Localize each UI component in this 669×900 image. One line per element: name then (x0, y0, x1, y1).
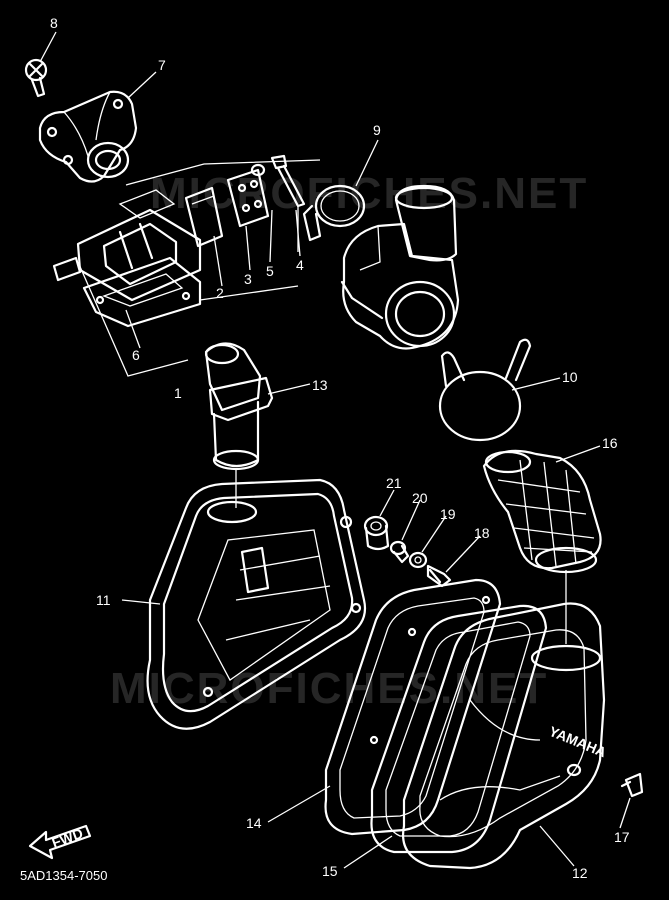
part-1-reed-valve[interactable] (52, 189, 202, 302)
callout-15[interactable]: 15 (322, 863, 338, 879)
callout-21[interactable]: 21 (386, 475, 402, 491)
callout-20[interactable]: 20 (412, 490, 428, 506)
fwd-arrow-icon: FWD (28, 825, 92, 860)
part-6-gasket[interactable] (82, 256, 202, 328)
callout-19[interactable]: 19 (440, 506, 456, 522)
callout-14[interactable]: 14 (246, 815, 262, 831)
callout-9[interactable]: 9 (373, 122, 381, 138)
part-3-reed-plate[interactable] (226, 168, 270, 228)
callout-4[interactable]: 4 (296, 257, 304, 273)
part-9-clamp[interactable] (302, 184, 366, 242)
part-1-group-outline (77, 261, 189, 377)
part-11-case-cap[interactable] (146, 478, 367, 730)
callout-10[interactable]: 10 (562, 369, 578, 385)
part-8-bolt[interactable] (24, 58, 48, 98)
part-2-reed-stopper[interactable] (184, 186, 224, 248)
callout-8[interactable]: 8 (50, 15, 58, 31)
callout-18[interactable]: 18 (474, 525, 490, 541)
callout-17[interactable]: 17 (614, 829, 630, 845)
part-7-intake-joint[interactable] (38, 90, 138, 183)
callout-numbers: 8 7 9 4 5 3 2 6 1 13 10 16 21 20 19 18 1… (50, 15, 630, 881)
part-12-case[interactable]: YAMAHA (401, 602, 609, 870)
carburetor[interactable] (340, 184, 460, 350)
callout-12[interactable]: 12 (572, 865, 588, 881)
part-5-washer[interactable] (250, 163, 266, 177)
part-13-joint[interactable] (204, 342, 274, 471)
callout-13[interactable]: 13 (312, 377, 328, 393)
callout-6[interactable]: 6 (132, 347, 140, 363)
callout-7[interactable]: 7 (158, 57, 166, 73)
callout-3[interactable]: 3 (244, 271, 252, 287)
callout-16[interactable]: 16 (602, 435, 618, 451)
callout-2[interactable]: 2 (216, 285, 224, 301)
watermark-top: MICROFICHES.NET (150, 169, 588, 218)
part-15-gasket[interactable] (370, 604, 548, 854)
part-18-bolt[interactable] (426, 564, 452, 588)
fwd-label: FWD (50, 825, 85, 851)
part-19-washer[interactable] (408, 551, 428, 569)
part-14-gasket[interactable] (324, 578, 502, 836)
diagram-code: 5AD1354-7050 (20, 868, 108, 883)
part-10-clip[interactable] (438, 338, 532, 442)
callout-1[interactable]: 1 (174, 385, 182, 401)
part-21-grommet[interactable] (363, 515, 390, 551)
leader-lines (39, 31, 631, 869)
callout-11[interactable]: 11 (96, 592, 111, 608)
part-4-screw[interactable] (270, 154, 306, 208)
part-17-plug[interactable] (620, 772, 644, 798)
part-16-filter-element[interactable] (482, 449, 602, 574)
brand-label: YAMAHA (547, 723, 609, 760)
callout-5[interactable]: 5 (266, 263, 274, 279)
part-20-collar[interactable] (389, 540, 410, 564)
